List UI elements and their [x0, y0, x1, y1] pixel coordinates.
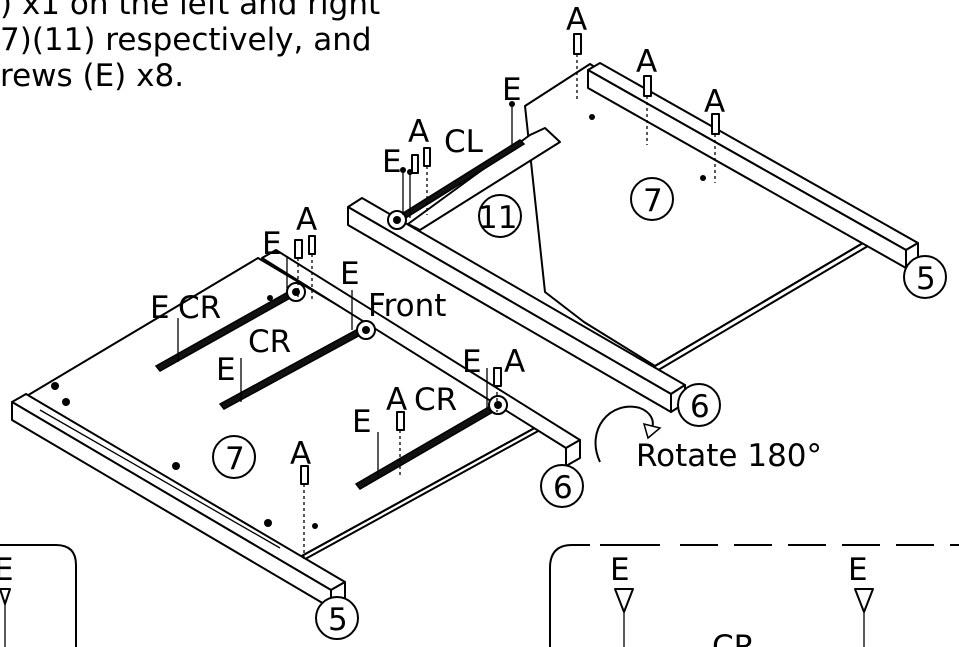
part-number-6: 6	[690, 389, 710, 425]
instruction-line-3: rews (E) x8.	[0, 58, 185, 94]
detail-box-right: E E CR	[549, 544, 959, 647]
part-number-11: 11	[478, 200, 517, 236]
part-number-7: 7	[643, 183, 663, 219]
label-screw-e: E	[150, 290, 170, 326]
part-callout	[677, 383, 721, 427]
label-screw-e: E	[462, 344, 482, 380]
label-screw-a: A	[386, 382, 407, 418]
instruction-line-2: 7)(11) respectively, and	[0, 22, 372, 58]
screw-a-icon	[423, 33, 720, 215]
label-screw-a: A	[504, 344, 525, 380]
screw-e-icon	[400, 101, 515, 218]
instruction-line-1: ) x1 on the left and right	[0, 0, 381, 22]
rotate-arrow-icon	[594, 405, 662, 463]
part-callout	[315, 596, 359, 640]
part-11-rail	[407, 127, 561, 231]
part-callout	[478, 194, 522, 238]
label-screw-e: E	[216, 352, 236, 388]
label-screw-e: E	[610, 552, 630, 588]
part-number-6: 6	[553, 470, 573, 506]
part-number-5: 5	[916, 261, 936, 297]
label-screw-a: A	[408, 114, 429, 150]
label-screw-a: A	[636, 44, 657, 80]
detail-box-left: E	[0, 544, 77, 647]
label-screw-e: E	[382, 144, 402, 180]
label-screw-e: E	[340, 256, 360, 292]
label-slide-cr: CR	[414, 382, 457, 418]
label-slide-cl: CL	[444, 124, 484, 160]
label-screw-a: A	[704, 84, 725, 120]
label-screw-e: E	[502, 72, 522, 108]
label-screw-e: E	[0, 552, 14, 588]
part-callout	[903, 255, 947, 299]
label-slide-cr: CR	[178, 290, 221, 326]
label-screw-a: A	[290, 436, 311, 472]
label-rotate: Rotate 180°	[636, 438, 822, 474]
label-screw-a: A	[566, 2, 587, 38]
label-screw-a: A	[296, 202, 317, 238]
part-number-7: 7	[225, 441, 245, 477]
label-slide-cr: CR	[248, 324, 291, 360]
part-callout	[630, 177, 674, 221]
part-callout	[540, 464, 584, 508]
screw-a-icon	[294, 235, 502, 560]
screw-e-icon	[177, 256, 488, 478]
right-assembly: A A A E A E CL 11 7 5 6	[347, 2, 947, 427]
left-assembly: E CR E A E Front CR E E A A CR E A 7 6 5	[11, 202, 584, 640]
label-screw-e: E	[848, 552, 868, 588]
instruction-text: ) x1 on the left and right 7)(11) respec…	[0, 0, 380, 94]
label-screw-e: E	[262, 226, 282, 262]
label-front: Front	[368, 288, 446, 324]
label-screw-e: E	[352, 404, 372, 440]
part-number-5: 5	[328, 602, 348, 638]
label-slide-cr: CR	[712, 629, 755, 647]
part-callout	[212, 435, 256, 479]
